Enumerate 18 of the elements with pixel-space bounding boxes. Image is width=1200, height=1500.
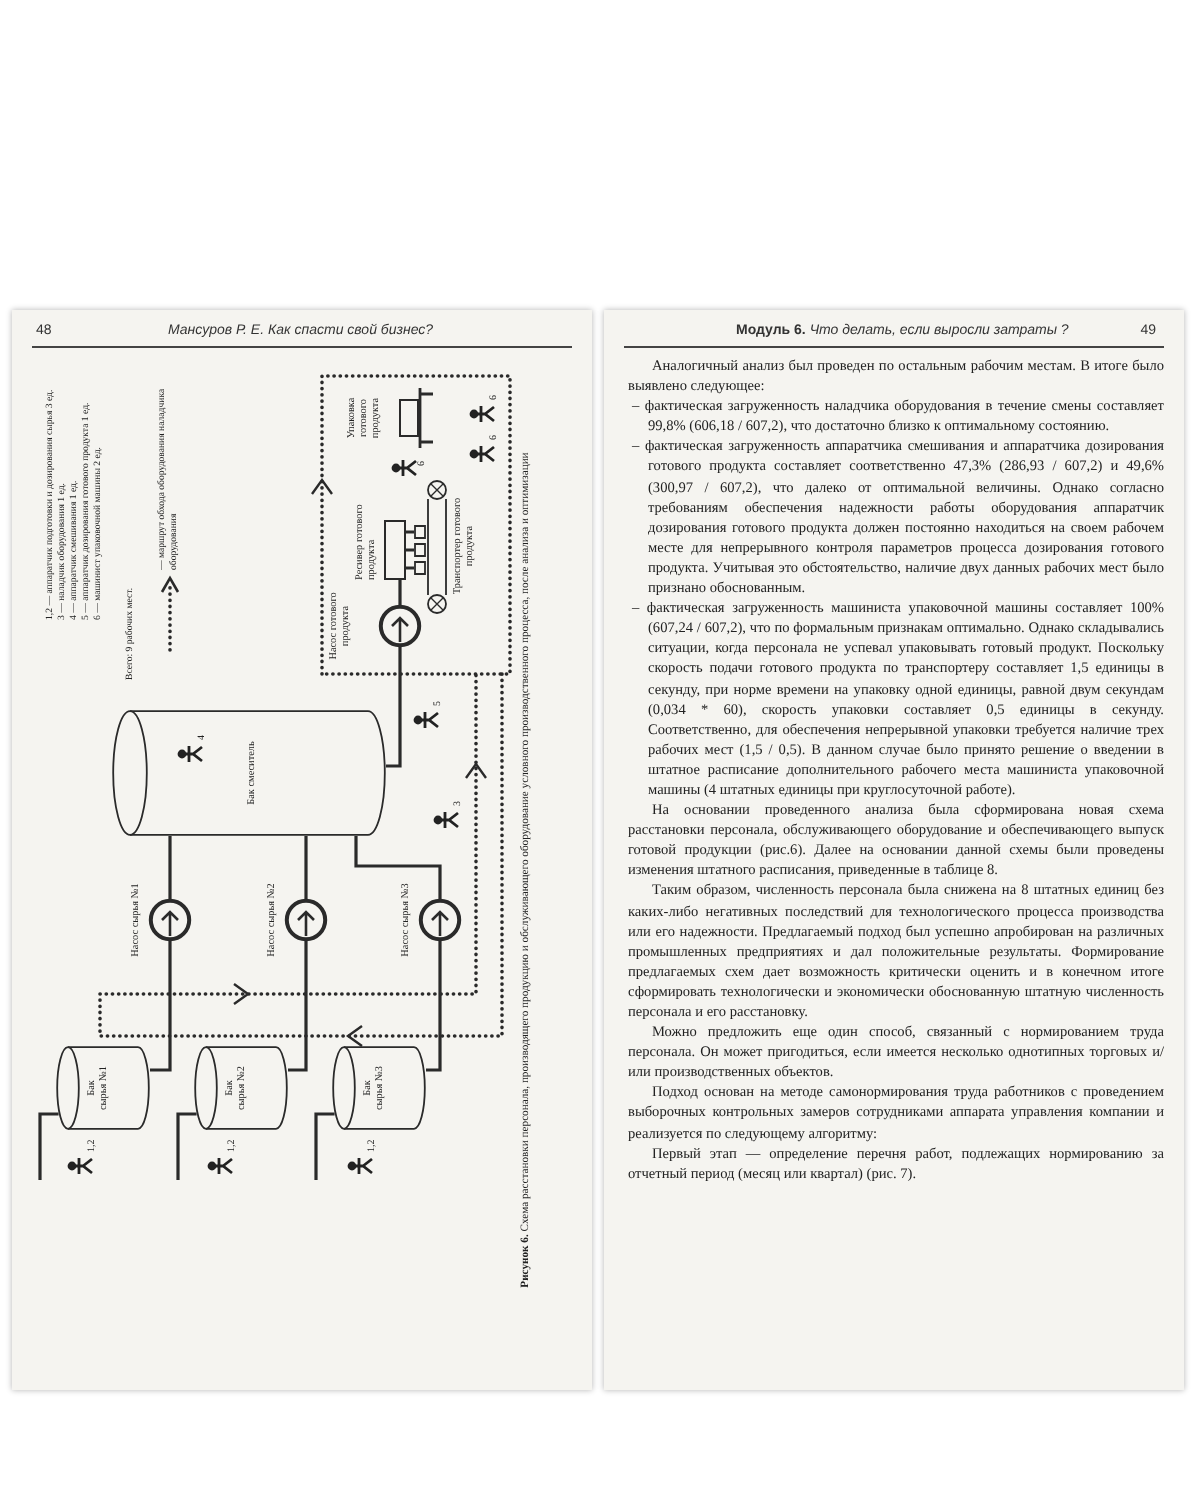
pipe-line: [426, 940, 442, 1072]
tank-cylinder: [56, 1046, 150, 1130]
pipe-line: [314, 1112, 335, 1180]
pipe-line: [404, 530, 416, 570]
pipe-line: [304, 836, 308, 900]
pipe-line: [150, 940, 172, 1072]
pipe-line: [386, 646, 402, 768]
packaging-machine: [346, 382, 434, 454]
pipe-line: [354, 836, 442, 900]
pipe-line: [38, 1112, 59, 1180]
pipe-line: [398, 580, 402, 606]
conveyor: [414, 478, 480, 614]
pipe-line: [288, 940, 308, 1072]
tank-cylinder: [194, 1046, 288, 1130]
pipe-line: [168, 836, 172, 900]
mixer-tank: [112, 710, 386, 836]
pipe-line: [176, 1112, 197, 1180]
tank-cylinder: [332, 1046, 426, 1130]
